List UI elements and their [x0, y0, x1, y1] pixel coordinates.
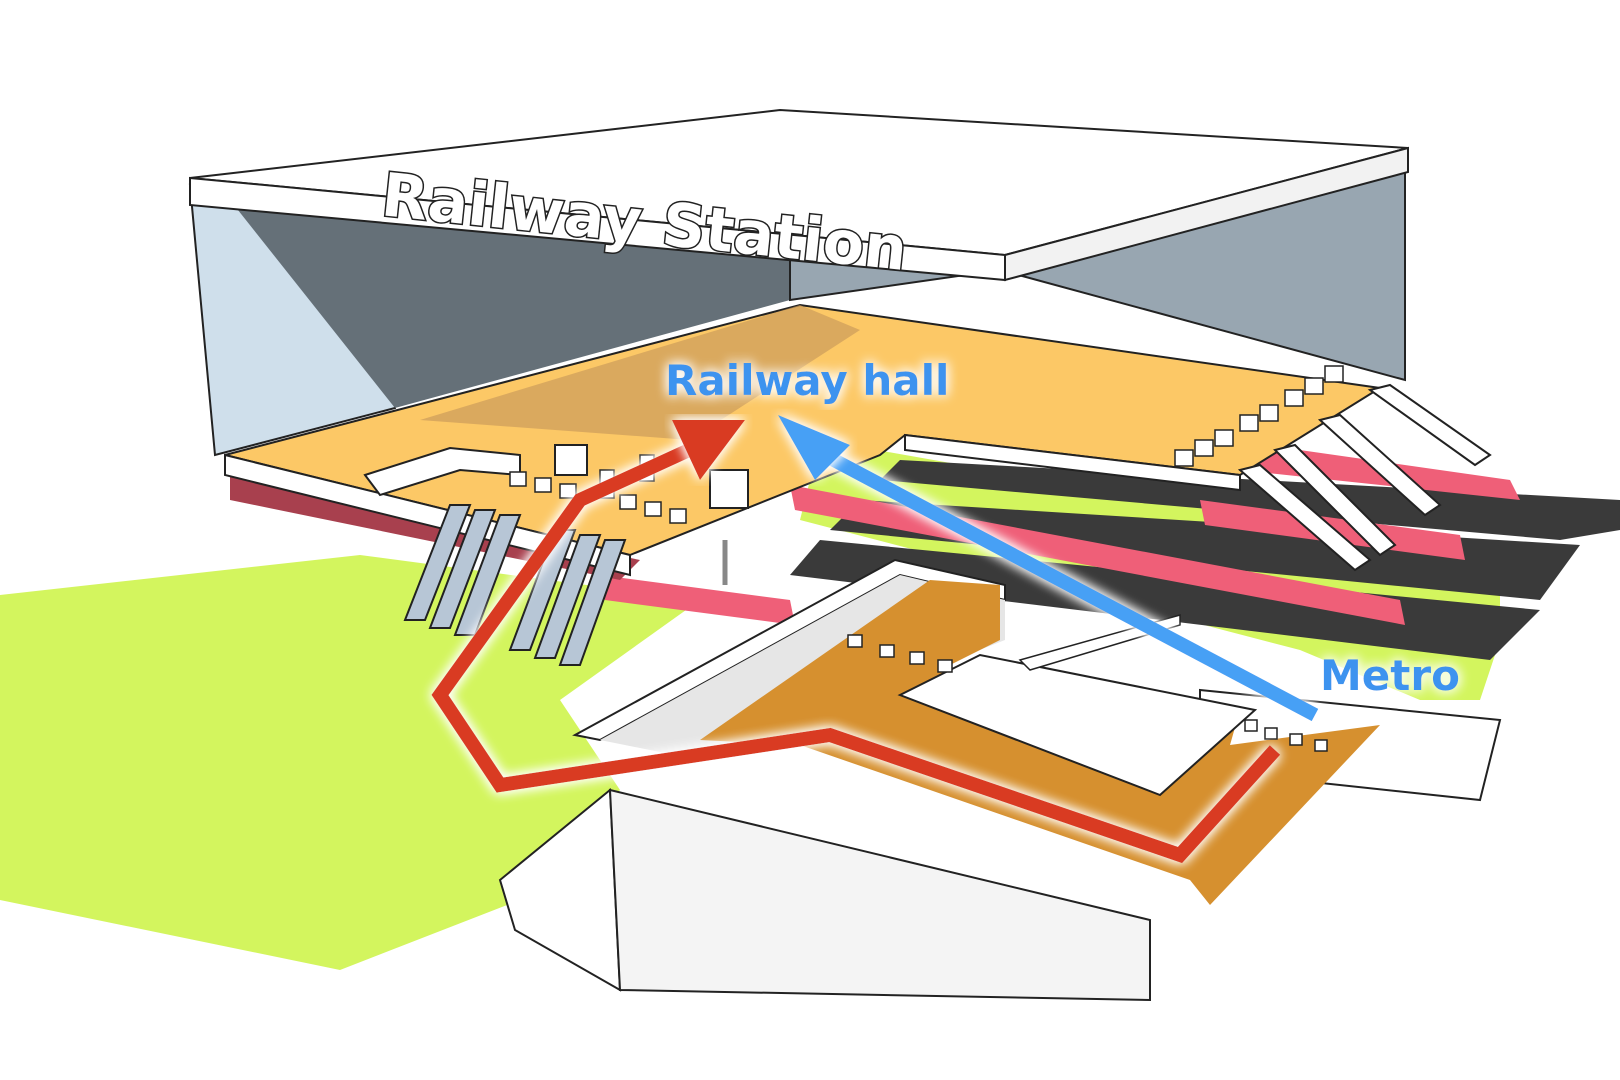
machine-1 [510, 472, 526, 486]
machine-3 [560, 484, 576, 498]
kiosk-1 [555, 445, 587, 475]
railway-hall-label: Railway hall [665, 356, 949, 405]
metro-label: Metro [1320, 651, 1460, 700]
machine-2 [535, 478, 551, 492]
machine-6 [670, 509, 686, 523]
machine-5 [645, 502, 661, 516]
machine-4 [620, 495, 636, 509]
kiosk-2 [710, 470, 748, 508]
